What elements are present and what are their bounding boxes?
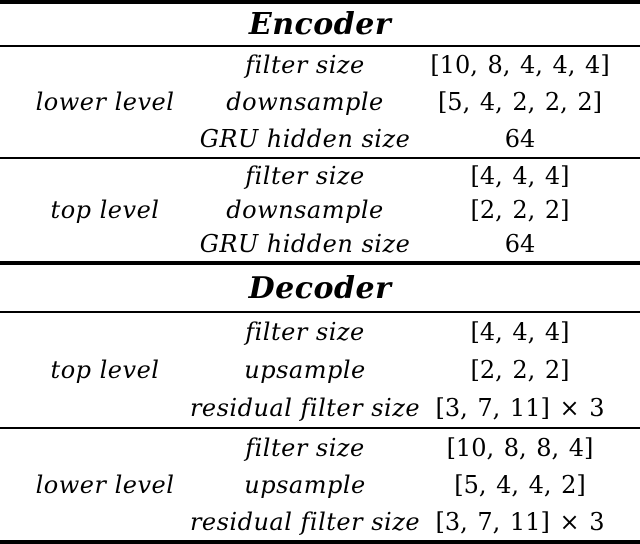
param-value: [5, 4, 4, 2]: [454, 470, 586, 499]
decoder-header-row: Decoder: [0, 265, 640, 311]
level-label: lower level: [35, 470, 175, 499]
param-label: GRU hidden size: [199, 230, 411, 258]
encoder-title: Encoder: [248, 7, 392, 42]
param-value: [3, 7, 11] × 3: [435, 507, 605, 536]
bottom-rule: [0, 540, 640, 544]
param-label: filter size: [245, 433, 365, 462]
divider-rule: [0, 157, 640, 159]
param-value: [2, 2, 2]: [470, 356, 570, 384]
decoder-lower-level-block: lower level filter size [10, 8, 8, 4] up…: [0, 429, 640, 540]
section-rule: [0, 261, 640, 265]
param-label: upsample: [244, 356, 366, 384]
param-label: downsample: [226, 87, 384, 116]
encoder-header-row: Encoder: [0, 4, 640, 45]
param-value: [10, 8, 4, 4, 4]: [430, 51, 610, 80]
level-label: top level: [50, 196, 160, 224]
param-label: filter size: [245, 162, 365, 190]
param-value: [4, 4, 4]: [470, 162, 570, 190]
divider-rule: [0, 45, 640, 47]
param-label: filter size: [245, 318, 365, 346]
level-label: top level: [50, 356, 160, 384]
encoder-lower-level-block: lower level filter size [10, 8, 4, 4, 4]…: [0, 47, 640, 157]
divider-rule: [0, 427, 640, 429]
divider-rule: [0, 311, 640, 313]
param-value: [10, 8, 8, 4]: [446, 433, 594, 462]
param-label: residual filter size: [189, 394, 421, 422]
param-value: [2, 2, 2]: [470, 196, 570, 224]
param-value: [5, 4, 2, 2, 2]: [437, 87, 603, 116]
encoder-top-level-block: top level filter size [4, 4, 4] downsamp…: [0, 159, 640, 261]
decoder-title: Decoder: [248, 270, 392, 306]
param-value: 64: [504, 230, 536, 258]
param-label: downsample: [226, 196, 384, 224]
top-rule: [0, 0, 640, 4]
param-label: GRU hidden size: [199, 124, 411, 153]
param-label: upsample: [244, 470, 366, 499]
param-value: 64: [504, 124, 536, 153]
level-label: lower level: [35, 88, 175, 116]
param-value: [4, 4, 4]: [470, 318, 570, 346]
param-value: [3, 7, 11] × 3: [435, 394, 605, 422]
param-label: residual filter size: [189, 507, 421, 536]
decoder-top-level-block: top level filter size [4, 4, 4] upsample…: [0, 313, 640, 427]
param-label: filter size: [245, 51, 365, 80]
